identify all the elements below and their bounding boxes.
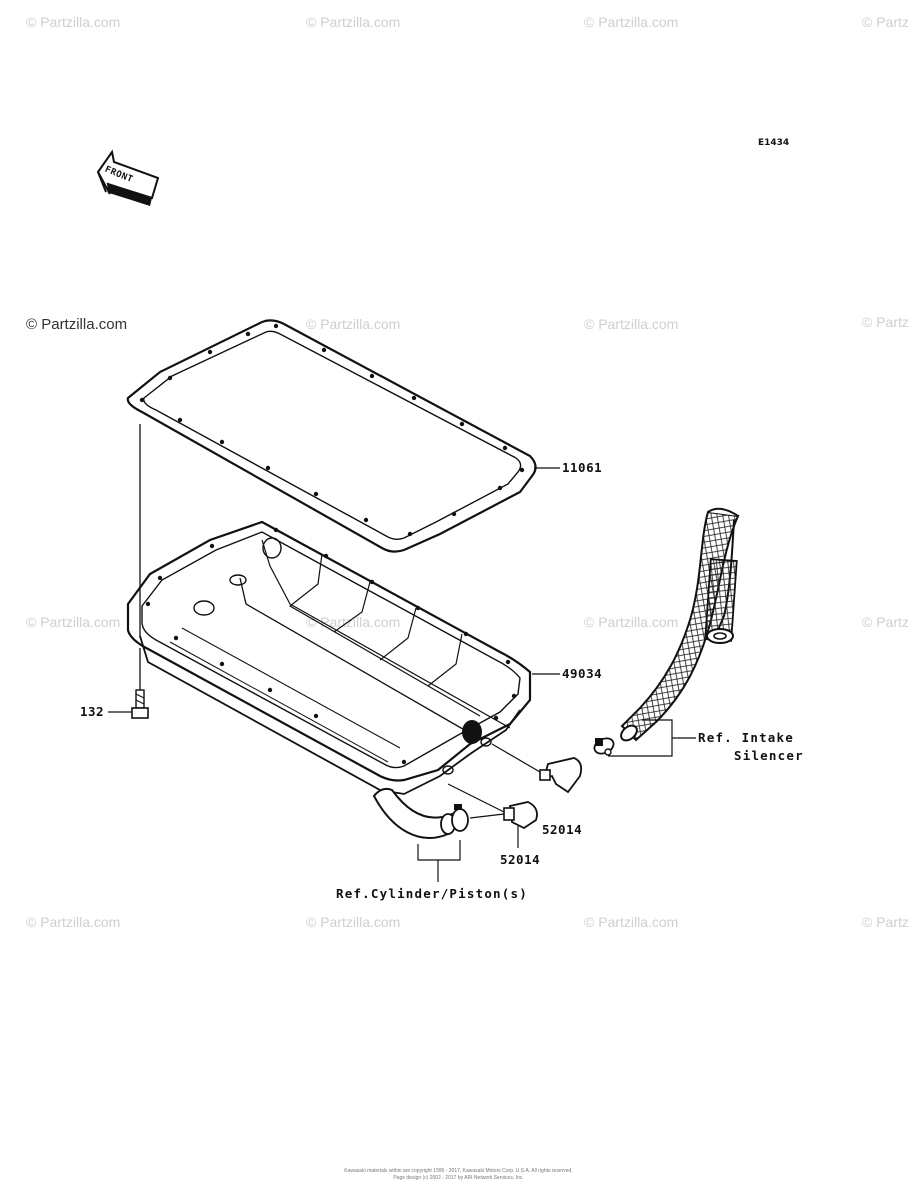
watermark: © Partzilla.com xyxy=(306,14,401,30)
watermark: © Partz xyxy=(862,314,909,330)
watermark: © Partzilla.com xyxy=(26,316,128,333)
watermark: © Partz xyxy=(862,14,909,30)
breather-fitting-lower xyxy=(447,783,538,848)
part-label-oil-pan: 49034 xyxy=(562,666,603,681)
watermark: © Partzilla.com xyxy=(306,914,401,930)
watermark: © Partzilla.com xyxy=(306,316,401,332)
watermark: © Partzilla.com xyxy=(26,14,121,30)
ref-label-silencer: Silencer xyxy=(734,748,804,763)
oil-pan xyxy=(126,520,532,795)
ref-label-intake: Ref. Intake xyxy=(698,730,794,745)
part-label-fitting-upper: 52014 xyxy=(542,822,583,837)
bolt xyxy=(131,424,149,719)
leader-lines xyxy=(108,467,696,882)
copyright-line: Kawasaki materials within are copyright … xyxy=(344,1168,573,1174)
copyright-footer: Kawasaki materials within are copyright … xyxy=(0,1168,917,1182)
front-arrow-icon xyxy=(96,149,160,206)
part-label-fitting-lower: 52014 xyxy=(500,852,541,867)
watermark: © Partzilla.com xyxy=(26,914,121,930)
watermark: © Partzilla.com xyxy=(584,316,679,332)
watermark: © Partzilla.com xyxy=(26,614,121,630)
watermark: © Partz xyxy=(862,614,909,630)
ref-label-cylinder: Ref.Cylinder/Piston(s) xyxy=(336,886,528,901)
hose-clamp xyxy=(593,737,615,756)
diagram-code: E1434 xyxy=(758,138,790,148)
part-label-bolt: 132 xyxy=(80,704,105,719)
breather-hose xyxy=(620,507,740,742)
part-label-gasket: 11061 xyxy=(562,460,603,475)
watermark: © Partz xyxy=(862,914,909,930)
copyright-line: Page design (c) 2002 - 2017 by ARI Netwo… xyxy=(393,1175,524,1181)
watermark: © Partzilla.com xyxy=(584,614,679,630)
breather-fitting-upper xyxy=(491,743,583,794)
oil-pan-gasket xyxy=(126,319,537,553)
watermark: © Partzilla.com xyxy=(584,14,679,30)
watermark: © Partzilla.com xyxy=(584,914,679,930)
crankcase-hose xyxy=(372,787,469,839)
